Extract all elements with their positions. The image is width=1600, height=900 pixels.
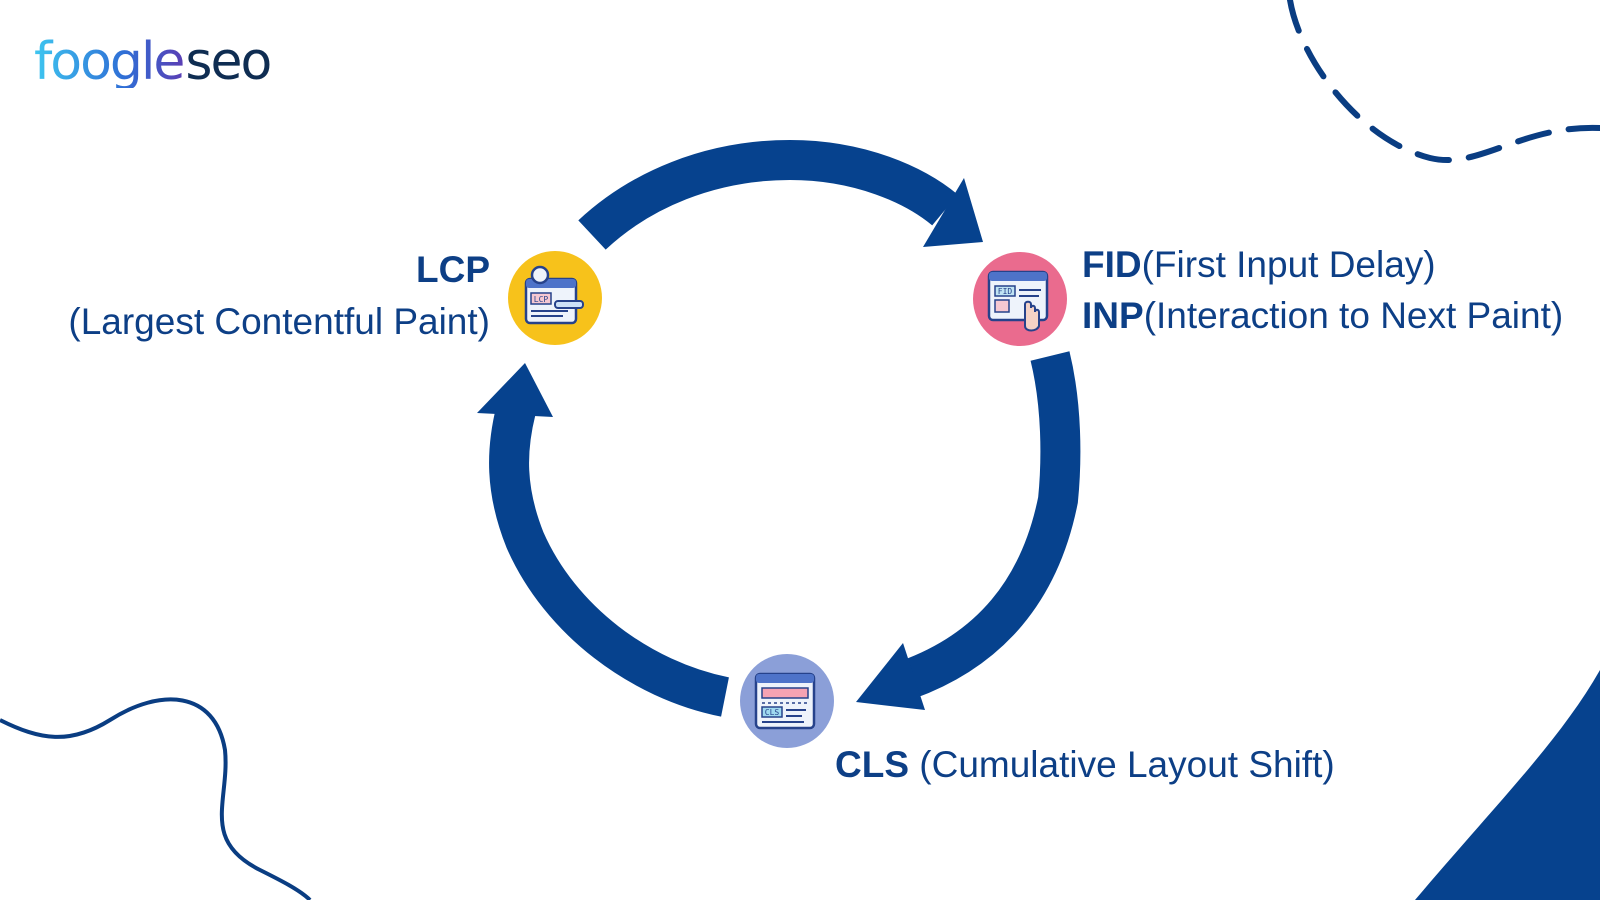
arrowhead-cls [856, 643, 925, 710]
brand-name-part1: foogle [34, 32, 185, 92]
inp-full-name: (Interaction to Next Paint) [1143, 294, 1564, 336]
lcp-full-name: (Largest Contentful Paint) [68, 300, 490, 342]
fid-full-name: (First Input Delay) [1141, 244, 1436, 285]
lcp-label: LCP (Largest Contentful Paint) [38, 244, 490, 348]
lcp-icon: LCP [508, 251, 602, 345]
cls-icon: CLS [740, 654, 834, 748]
dashed-decoration [1287, 0, 1600, 163]
fid-icon: FID [973, 252, 1067, 346]
arrow-lcp-to-fid [578, 139, 958, 250]
lcp-icon-text: LCP [534, 295, 549, 304]
lcp-abbr: LCP [416, 249, 490, 290]
arrowhead-lcp [477, 363, 553, 417]
cls-full-name: (Cumulative Layout Shift) [919, 744, 1335, 785]
cls-icon-text: CLS [765, 708, 780, 717]
inp-abbr: INP [1082, 294, 1144, 336]
brand-name-part2: seo [185, 32, 272, 92]
arrow-fid-to-cls [899, 351, 1081, 699]
corner-blob [1415, 670, 1600, 900]
arrowhead-fid [923, 178, 983, 247]
fid-abbr: FID [1082, 244, 1142, 285]
cls-label: CLS (Cumulative Layout Shift) [835, 739, 1335, 791]
fid-inp-label: FID(First Input Delay) INP(Interaction t… [1082, 240, 1563, 341]
cls-abbr: CLS [835, 744, 909, 785]
wave-decoration [0, 697, 312, 900]
fid-icon-text: FID [998, 287, 1013, 296]
arrow-cls-to-lcp [489, 405, 730, 717]
